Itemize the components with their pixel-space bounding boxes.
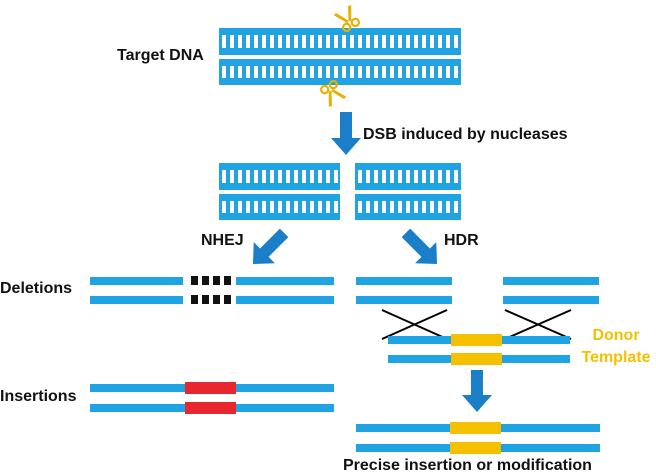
- hdr-broken-dna: [356, 277, 599, 304]
- dsb-label: DSB induced by nucleases: [363, 126, 568, 143]
- nhej-label: NHEJ: [201, 232, 244, 249]
- nhej-arrow: [253, 228, 289, 264]
- deletion-dna: [90, 276, 334, 304]
- broken-dna-right: [355, 163, 461, 220]
- donor-template-dna: [388, 334, 570, 365]
- target-dna-label: Target DNA: [117, 47, 204, 64]
- insertion-dna: [90, 382, 334, 414]
- target-dna-ladder: [219, 28, 461, 85]
- precise-insertion-dna: [356, 422, 600, 454]
- deletions-label: Deletions: [0, 280, 73, 297]
- dsb-arrow: [331, 112, 361, 155]
- insertions-label: Insertions: [0, 388, 77, 405]
- precise-insertion-label: Precise insertion or modification: [343, 457, 592, 474]
- crossover-lines: [381, 309, 572, 340]
- broken-dna-left: [219, 163, 340, 220]
- template-label: Template: [581, 349, 651, 366]
- result-arrow: [462, 370, 492, 412]
- hdr-arrow: [401, 228, 437, 264]
- hdr-label: HDR: [444, 232, 479, 249]
- donor-label: Donor: [592, 327, 640, 344]
